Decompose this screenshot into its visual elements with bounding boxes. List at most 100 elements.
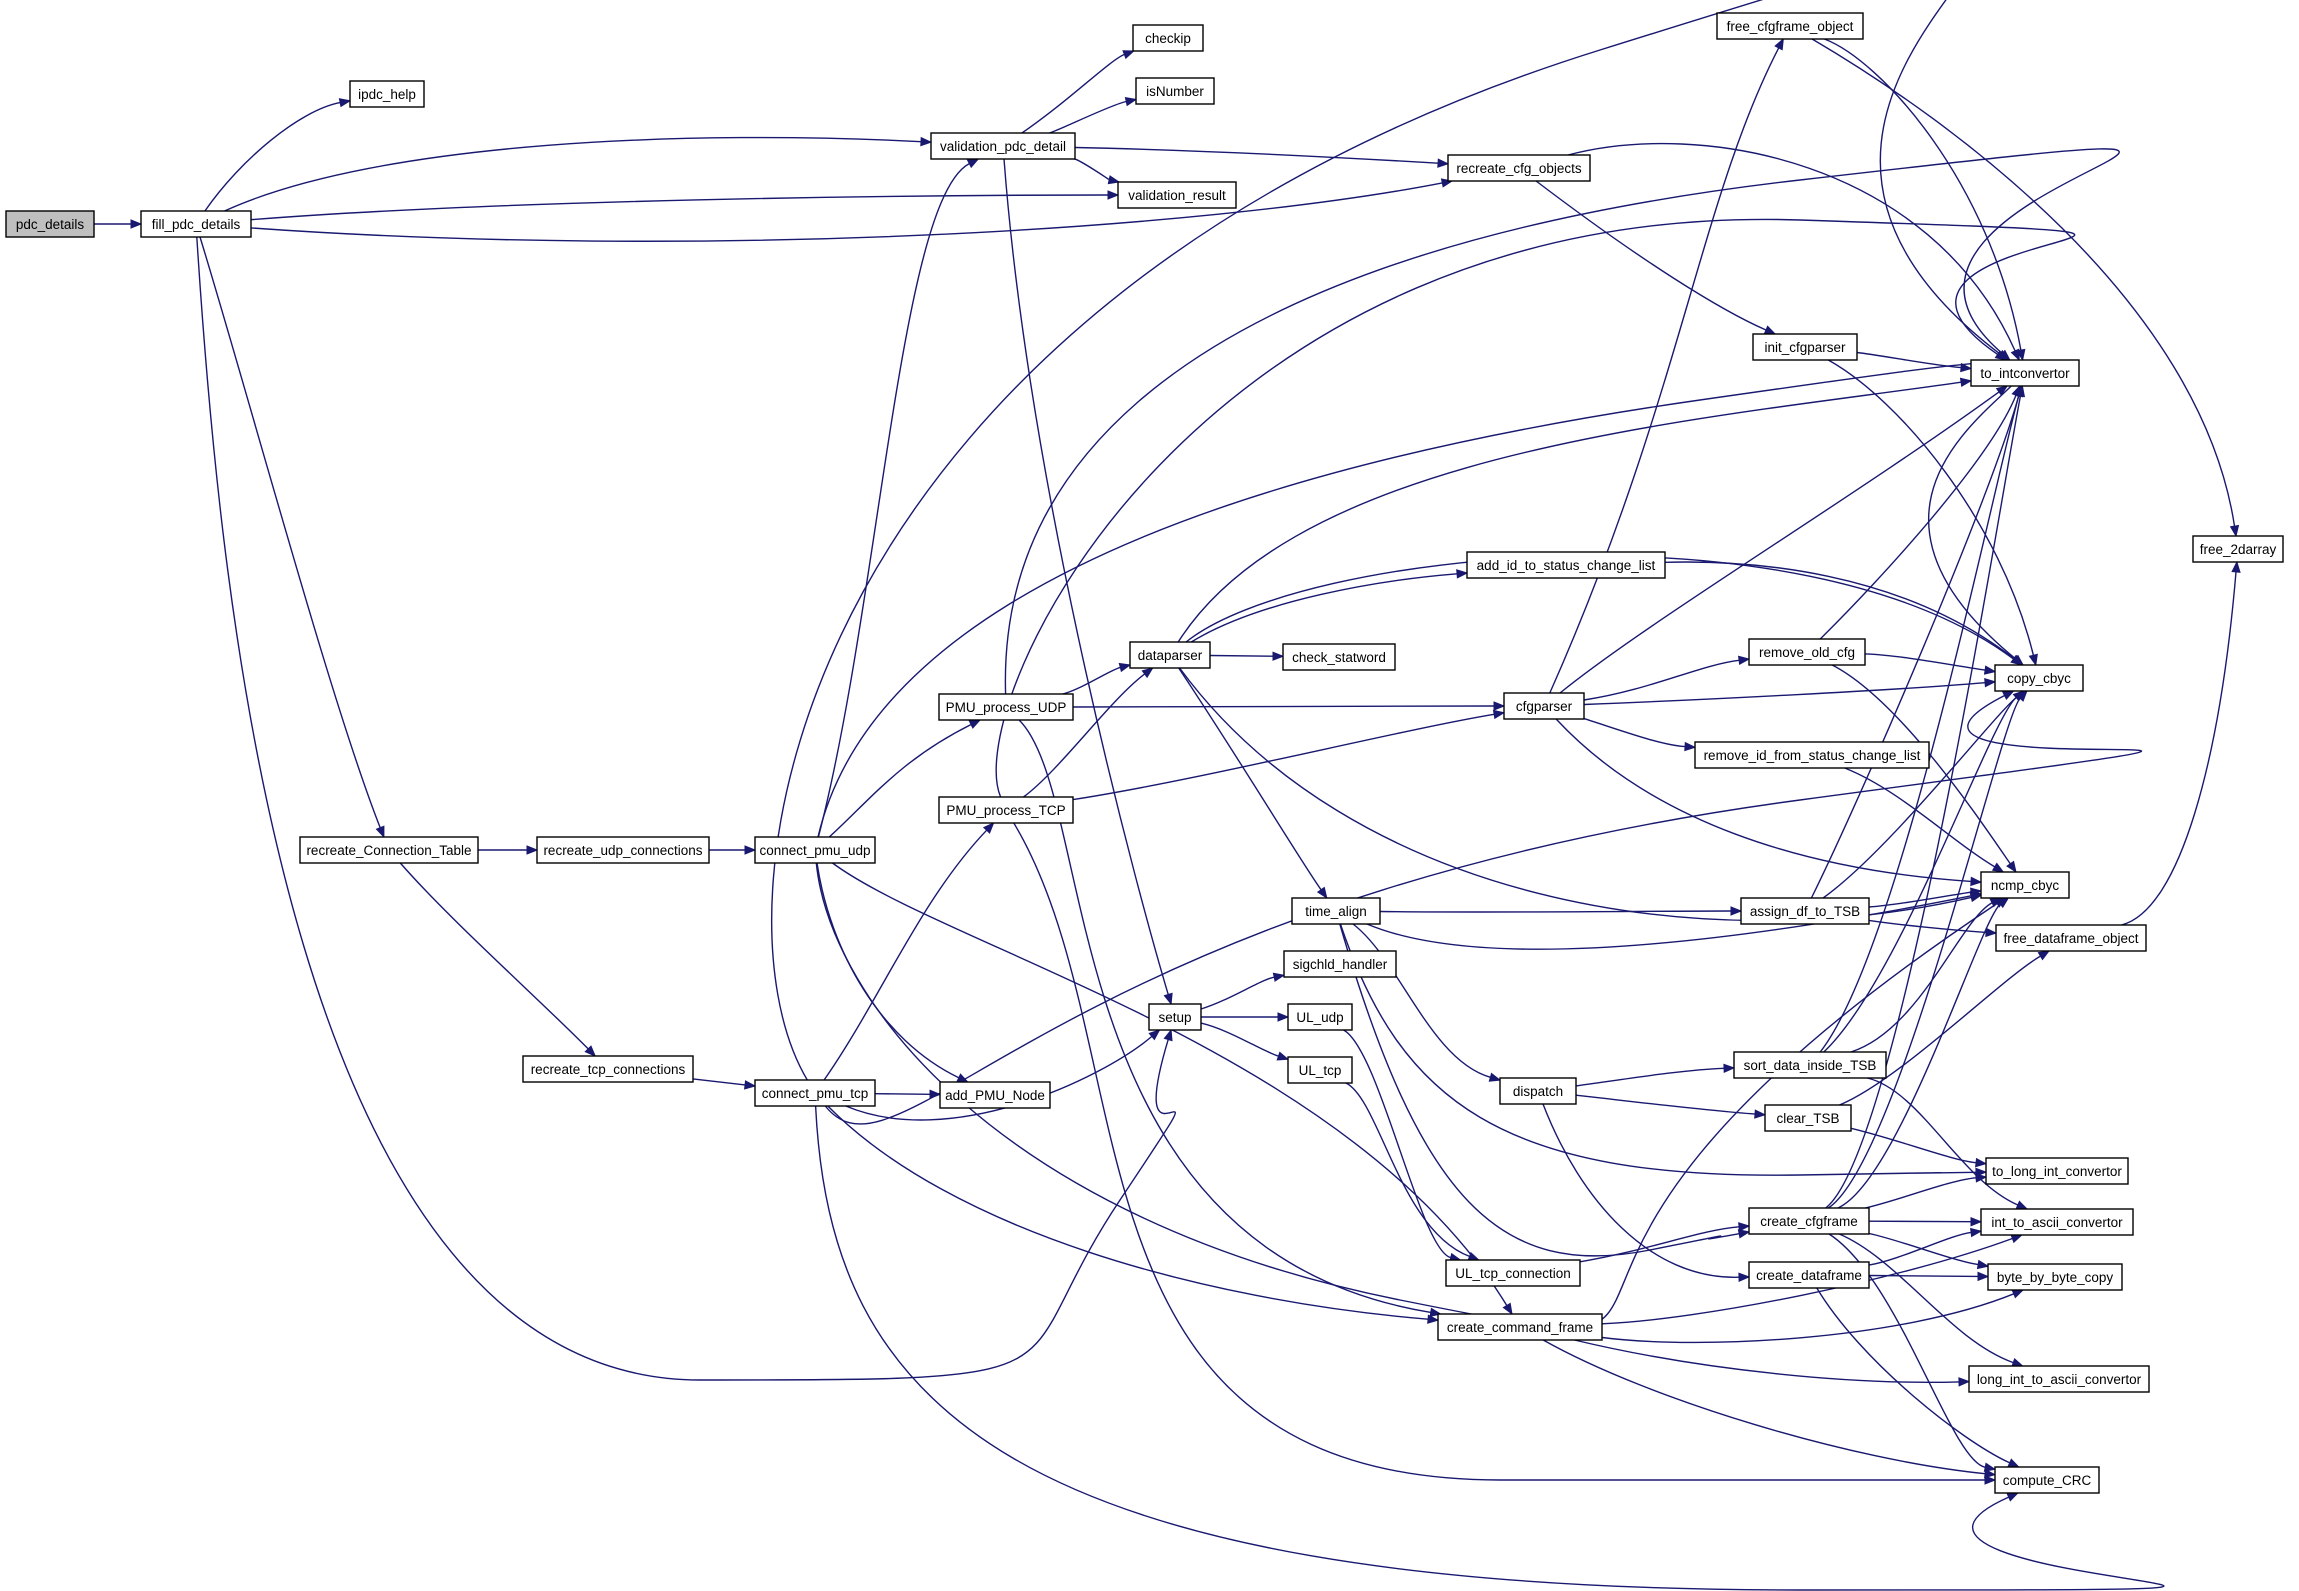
node-connect_pmu_udp[interactable]: connect_pmu_udp (754, 836, 876, 864)
edge-fill_pdc_details-to-recreate_Connection_Table (199, 236, 385, 839)
node-isNumber[interactable]: isNumber (1135, 77, 1215, 105)
node-connect_pmu_tcp[interactable]: connect_pmu_tcp (754, 1079, 876, 1107)
node-box[interactable] (930, 132, 1076, 160)
node-box[interactable] (1748, 1261, 1870, 1289)
node-clear_TSB[interactable]: clear_TSB (1764, 1104, 1852, 1132)
node-box[interactable] (1980, 1208, 2134, 1236)
node-box[interactable] (1995, 924, 2147, 952)
edge-line (1072, 705, 1495, 708)
node-create_command_frame[interactable]: create_command_frame (1437, 1313, 1603, 1341)
arrowhead (1970, 1216, 1983, 1227)
node-ipdc_help[interactable]: ipdc_help (349, 80, 425, 108)
node-box[interactable] (1694, 741, 1930, 769)
node-box[interactable] (938, 796, 1074, 824)
node-box[interactable] (754, 1079, 876, 1107)
node-box[interactable] (1445, 1259, 1581, 1287)
node-PMU_process_TCP[interactable]: PMU_process_TCP (938, 796, 1074, 824)
node-box[interactable] (299, 836, 479, 864)
node-add_PMU_Node[interactable]: add_PMU_Node (939, 1081, 1051, 1109)
node-box[interactable] (2192, 535, 2284, 563)
node-recreate_udp_connections[interactable]: recreate_udp_connections (536, 836, 710, 864)
node-box[interactable] (1980, 871, 2070, 899)
node-box[interactable] (522, 1055, 694, 1083)
node-to_intconvertor[interactable]: to_intconvertor (1970, 359, 2080, 387)
node-box[interactable] (1748, 1207, 1870, 1235)
node-box[interactable] (1283, 950, 1397, 978)
node-box[interactable] (1148, 1003, 1202, 1031)
node-box[interactable] (1994, 1466, 2100, 1494)
node-box[interactable] (1985, 1157, 2129, 1185)
node-UL_tcp_connection[interactable]: UL_tcp_connection (1445, 1259, 1581, 1287)
node-box[interactable] (536, 836, 710, 864)
node-box[interactable] (1752, 333, 1858, 361)
node-remove_id_from_status_change_list[interactable]: remove_id_from_status_change_list (1694, 741, 1930, 769)
node-pdc_details[interactable]: pdc_details (5, 210, 95, 238)
node-setup[interactable]: setup (1148, 1003, 1202, 1031)
node-recreate_cfg_objects[interactable]: recreate_cfg_objects (1447, 154, 1591, 182)
node-box[interactable] (939, 1081, 1051, 1109)
node-box[interactable] (1503, 692, 1585, 720)
node-UL_udp[interactable]: UL_udp (1287, 1003, 1353, 1031)
node-ncmp_cbyc[interactable]: ncmp_cbyc (1980, 871, 2070, 899)
node-checkip[interactable]: checkip (1132, 24, 1204, 52)
node-box[interactable] (1135, 77, 1215, 105)
node-recreate_Connection_Table[interactable]: recreate_Connection_Table (299, 836, 479, 864)
node-box[interactable] (1994, 664, 2084, 692)
node-to_long_int_convertor[interactable]: to_long_int_convertor (1985, 1157, 2129, 1185)
node-box[interactable] (1129, 641, 1211, 669)
node-box[interactable] (1748, 638, 1866, 666)
node-box[interactable] (1987, 1263, 2123, 1291)
node-sort_data_inside_TSB[interactable]: sort_data_inside_TSB (1733, 1051, 1887, 1079)
node-box[interactable] (1716, 12, 1864, 40)
node-cfgparser[interactable]: cfgparser (1503, 692, 1585, 720)
node-box[interactable] (1291, 897, 1381, 925)
node-box[interactable] (5, 210, 95, 238)
node-sigchld_handler[interactable]: sigchld_handler (1283, 950, 1397, 978)
node-dataparser[interactable]: dataparser (1129, 641, 1211, 669)
node-create_dataframe[interactable]: create_dataframe (1748, 1261, 1870, 1289)
node-box[interactable] (1733, 1051, 1887, 1079)
node-box[interactable] (1764, 1104, 1852, 1132)
node-validation_pdc_detail[interactable]: validation_pdc_detail (930, 132, 1076, 160)
node-box[interactable] (1499, 1077, 1577, 1105)
node-PMU_process_UDP[interactable]: PMU_process_UDP (938, 693, 1074, 721)
node-box[interactable] (1132, 24, 1204, 52)
node-copy_cbyc[interactable]: copy_cbyc (1994, 664, 2084, 692)
node-box[interactable] (1287, 1056, 1353, 1084)
node-remove_old_cfg[interactable]: remove_old_cfg (1748, 638, 1866, 666)
node-box[interactable] (1447, 154, 1591, 182)
node-create_cfgframe[interactable]: create_cfgframe (1748, 1207, 1870, 1235)
node-int_to_ascii_convertor[interactable]: int_to_ascii_convertor (1980, 1208, 2134, 1236)
node-box[interactable] (349, 80, 425, 108)
node-compute_CRC[interactable]: compute_CRC (1994, 1466, 2100, 1494)
node-byte_by_byte_copy[interactable]: byte_by_byte_copy (1987, 1263, 2123, 1291)
node-box[interactable] (1970, 359, 2080, 387)
node-box[interactable] (1740, 897, 1870, 925)
node-fill_pdc_details[interactable]: fill_pdc_details (140, 210, 252, 238)
node-free_cfgframe_object[interactable]: free_cfgframe_object (1716, 12, 1864, 40)
edge-line (1819, 395, 2017, 640)
edge-line (1574, 1339, 1960, 1383)
node-check_statword[interactable]: check_statword (1282, 643, 1396, 671)
node-init_cfgparser[interactable]: init_cfgparser (1752, 333, 1858, 361)
node-box[interactable] (1437, 1313, 1603, 1341)
node-box[interactable] (1287, 1003, 1353, 1031)
node-UL_tcp[interactable]: UL_tcp (1287, 1056, 1353, 1084)
node-validation_result[interactable]: validation_result (1117, 181, 1237, 209)
node-box[interactable] (1466, 551, 1666, 579)
node-recreate_tcp_connections[interactable]: recreate_tcp_connections (522, 1055, 694, 1083)
node-box[interactable] (1968, 1365, 2150, 1393)
node-free_2darray[interactable]: free_2darray (2192, 535, 2284, 563)
arrowhead (2002, 690, 2015, 700)
node-box[interactable] (140, 210, 252, 238)
node-dispatch[interactable]: dispatch (1499, 1077, 1577, 1105)
node-long_int_to_ascii_convertor[interactable]: long_int_to_ascii_convertor (1968, 1365, 2150, 1393)
node-box[interactable] (1282, 643, 1396, 671)
node-box[interactable] (1117, 181, 1237, 209)
node-assign_df_to_TSB[interactable]: assign_df_to_TSB (1740, 897, 1870, 925)
node-box[interactable] (754, 836, 876, 864)
node-add_id_to_status_change_list[interactable]: add_id_to_status_change_list (1466, 551, 1666, 579)
node-box[interactable] (938, 693, 1074, 721)
node-free_dataframe_object[interactable]: free_dataframe_object (1995, 924, 2147, 952)
node-time_align[interactable]: time_align (1291, 897, 1381, 925)
